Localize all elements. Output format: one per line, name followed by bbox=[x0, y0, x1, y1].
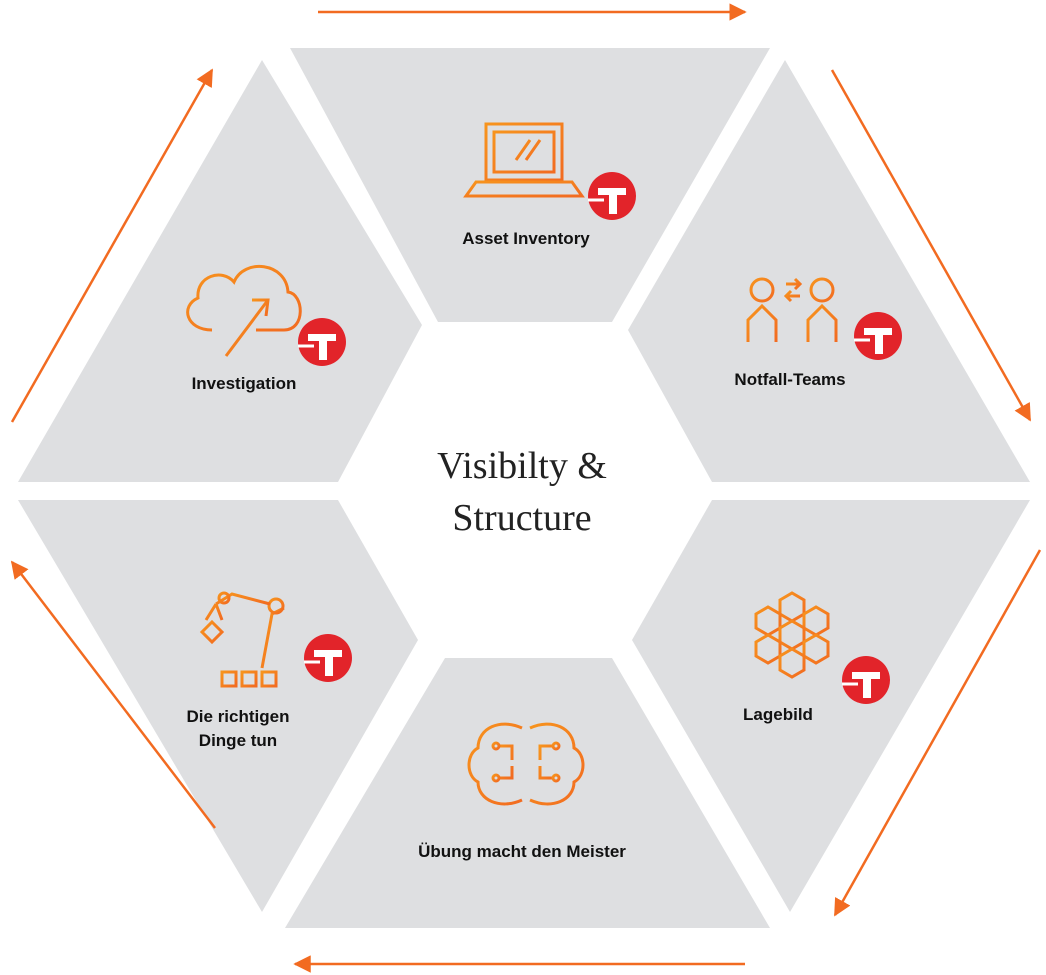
segment-label-investigation: Investigation bbox=[192, 374, 297, 393]
brain-circuit-icon bbox=[467, 722, 585, 806]
arrow-bottom-right bbox=[833, 549, 1042, 917]
telekom-badge-icon bbox=[840, 654, 892, 706]
telekom-badge-icon bbox=[852, 310, 904, 362]
telekom-badge-icon bbox=[586, 170, 638, 222]
segment-lagebild bbox=[632, 500, 1030, 912]
segment-investigation bbox=[18, 60, 422, 482]
cloud-upload-icon bbox=[186, 265, 302, 357]
segment-label-lagebild: Lagebild bbox=[743, 705, 813, 724]
segment-asset-inventory bbox=[290, 48, 770, 322]
telekom-badge-icon bbox=[296, 316, 348, 368]
arrow-bottom-left bbox=[10, 560, 216, 829]
team-exchange-icon bbox=[746, 277, 838, 342]
segment-notfall-teams bbox=[628, 60, 1030, 482]
center-title-line2: Structure bbox=[452, 497, 591, 539]
laptop-icon bbox=[463, 122, 585, 198]
segment-label-die-richtigen-line1: Die richtigen bbox=[187, 707, 290, 726]
arrow-top-right bbox=[830, 69, 1032, 422]
robot-arm-icon bbox=[192, 591, 292, 691]
arrow-top-left bbox=[10, 68, 214, 423]
segment-label-notfall-teams: Notfall-Teams bbox=[734, 370, 845, 389]
segment-die-richtigen-dinge bbox=[18, 500, 418, 912]
hexagon-cluster-icon bbox=[754, 591, 830, 679]
segment-label-die-richtigen-line2: Dinge tun bbox=[199, 731, 277, 750]
segment-label-uebung: Übung macht den Meister bbox=[418, 842, 626, 861]
segment-label-asset-inventory: Asset Inventory bbox=[462, 229, 590, 248]
telekom-badge-icon bbox=[302, 632, 354, 684]
center-title-line1: Visibilty & bbox=[437, 445, 607, 487]
